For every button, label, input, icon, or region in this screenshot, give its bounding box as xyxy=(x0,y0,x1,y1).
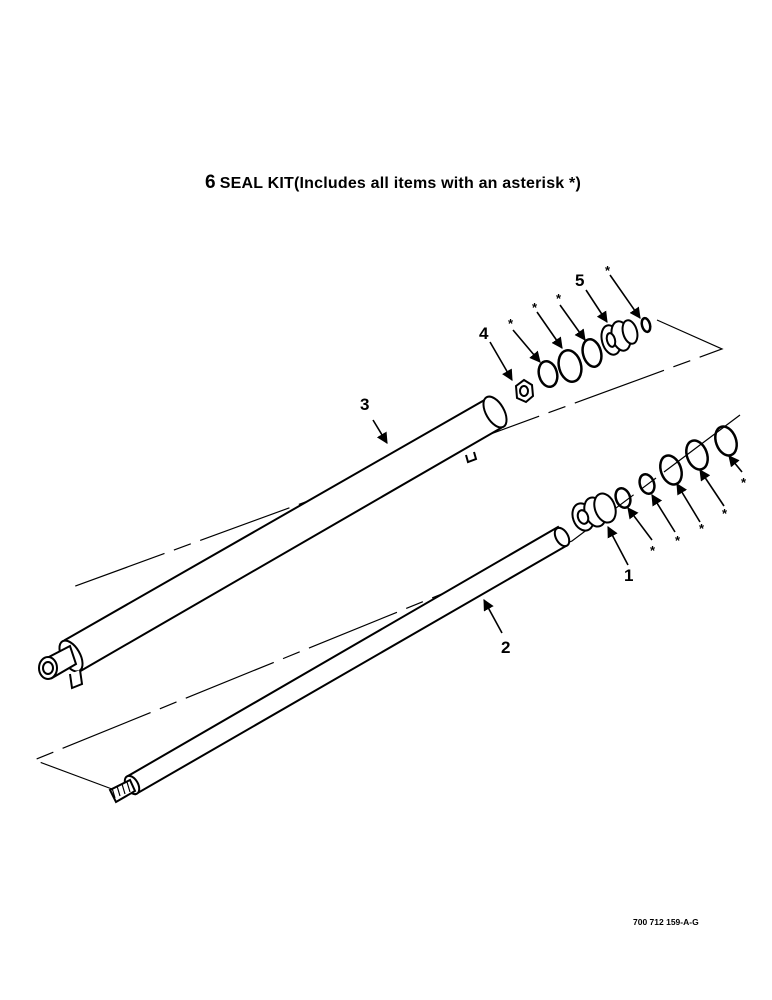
asterisk-marks: * * * * * * * * * xyxy=(508,263,747,558)
asterisk-mark: * xyxy=(508,316,514,331)
asterisk-mark: * xyxy=(650,543,656,558)
leader-arrows xyxy=(372,274,743,634)
callout-5: 5 xyxy=(575,271,585,290)
title-text: SEAL KIT(Includes all items with an aste… xyxy=(219,175,581,192)
lower-piston xyxy=(571,492,617,532)
callout-1: 1 xyxy=(624,566,634,585)
asterisk-mark: * xyxy=(675,533,681,548)
lower-seal-rings xyxy=(614,425,738,509)
callout-2: 2 xyxy=(501,638,511,657)
asterisk-mark: * xyxy=(605,263,611,278)
upper-seal-rings xyxy=(537,316,652,389)
asterisk-mark: * xyxy=(699,521,705,536)
piston-rod xyxy=(108,525,571,804)
callout-3: 3 xyxy=(360,395,370,414)
cylinder-barrel xyxy=(38,395,508,690)
title-number: 6 xyxy=(205,172,216,193)
asterisk-mark: * xyxy=(532,300,538,315)
asterisk-mark: * xyxy=(722,506,728,521)
nut xyxy=(514,378,535,404)
upper-centerline xyxy=(69,319,724,589)
lower-centerline xyxy=(32,414,741,793)
asterisk-mark: * xyxy=(741,475,747,490)
drawing-reference-code: 700 712 159-A-G xyxy=(633,917,699,927)
upper-gland xyxy=(600,319,639,356)
callout-4: 4 xyxy=(479,324,489,343)
asterisk-mark: * xyxy=(556,291,562,306)
